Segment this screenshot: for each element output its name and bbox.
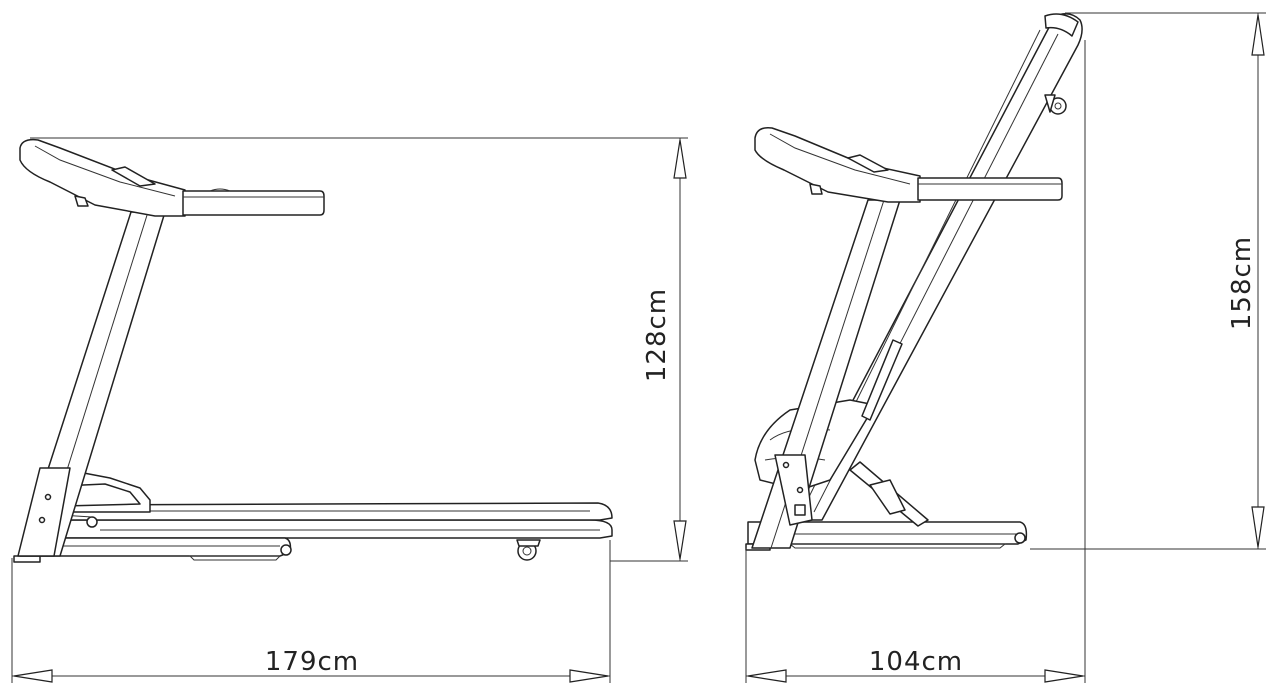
folded-height-label: 158cm xyxy=(1227,236,1257,330)
unfolded-treadmill xyxy=(13,138,613,563)
folded-length-label: 104cm xyxy=(869,647,963,677)
dimension-lines xyxy=(11,12,1266,683)
unfolded-height-label: 128cm xyxy=(642,288,672,382)
folded-treadmill xyxy=(745,13,1083,551)
unfolded-length-label: 179cm xyxy=(265,647,359,677)
